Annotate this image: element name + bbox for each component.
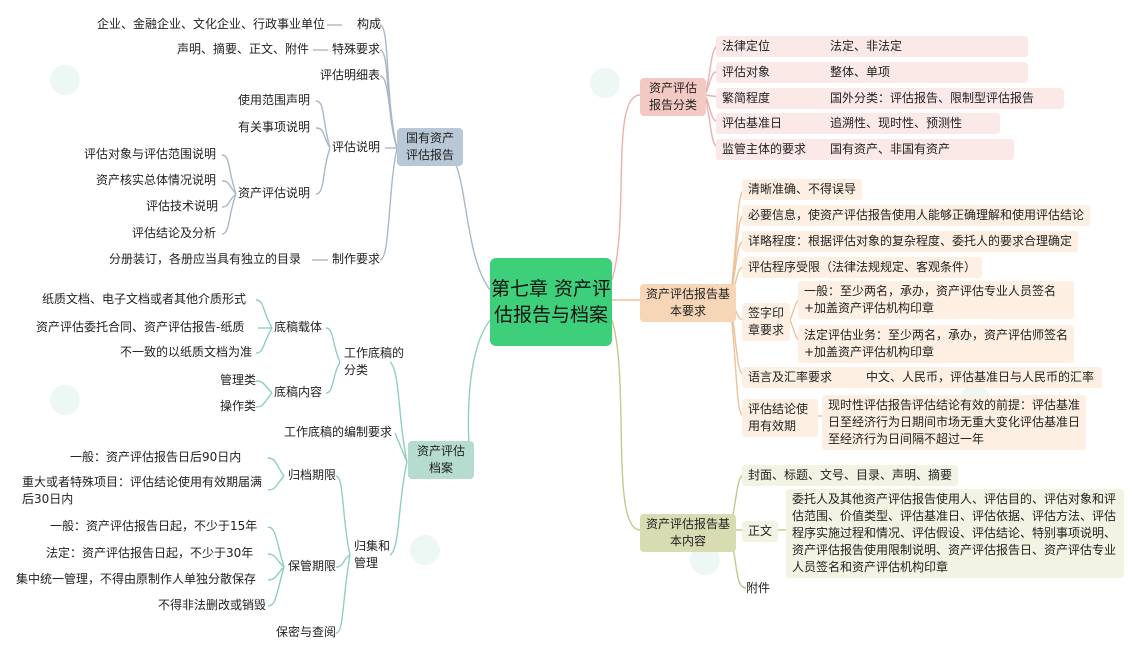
assess-statement-label: 资产评估说明	[238, 186, 311, 200]
keep-item: 集中统一管理，不得由原制作人单独分散保存	[16, 572, 257, 586]
requirement-item: 清晰准确、不得误导	[742, 179, 863, 200]
requirement-item: 详略程度：根据评估对象的复杂程度、委托人的要求合理确定	[742, 231, 1079, 252]
compile-requirement: 工作底稿的编制要求	[284, 425, 393, 439]
keep-item: 一般：资产评估报告日起，不少于15年	[50, 519, 258, 533]
classify-row-value: 追溯性、现时性、预测性	[830, 116, 963, 130]
keep-item: 不得非法删改或销毁	[158, 598, 267, 612]
content-cover: 封面、标题、文号、目录、声明、摘要	[742, 465, 959, 486]
special-req-value: 声明、摘要、正文、附件	[177, 42, 310, 56]
classify-row-label: 监管主体的要求	[716, 139, 1014, 160]
special-req-label: 特殊要求	[332, 42, 381, 56]
detail-table: 评估明细表	[320, 68, 381, 82]
archive-item: 重大或者特殊项目：评估结论使用有效期届满后30日内	[22, 475, 263, 506]
archive-item: 一般：资产评估报告日后90日内	[70, 450, 242, 464]
classify-row-value: 法定、非法定	[830, 39, 903, 53]
matters-statement: 有关事项说明	[238, 120, 311, 134]
production-label: 制作要求	[332, 252, 381, 266]
watermark-logo	[410, 535, 440, 565]
classify-row-value: 国有资产、非国有资产	[830, 142, 951, 156]
language-label: 语言及汇率要求	[742, 367, 1102, 388]
confidential-label: 保密与查阅	[276, 625, 337, 639]
sign-general: 一般：至少两名，承办，资产评估专业人员签名+加盖资产评估机构印章	[798, 281, 1074, 319]
watermark-logo	[590, 68, 620, 98]
branch-state-owned-report[interactable]: 国有资产评估报告	[397, 128, 463, 166]
sign-legal: 法定评估业务：至少两名，承办，资产评估师签名+加盖资产评估机构印章	[798, 325, 1074, 363]
branch-basic-requirements[interactable]: 资产评估报告基本要求	[640, 284, 736, 322]
body-value: 委托人及其他资产评估报告使用人、评估目的、评估对象和评估范围、价值类型、评估基准…	[786, 489, 1124, 578]
validity-label: 评估结论使用有效期	[742, 399, 818, 437]
classify-row-label: 评估基准日	[716, 113, 1000, 134]
content-item: 操作类	[220, 399, 257, 413]
classify-row-value: 整体、单项	[830, 65, 891, 79]
keep-label: 保管期限	[288, 559, 337, 573]
carrier-label: 底稿载体	[274, 320, 323, 334]
usage-statement: 使用范围声明	[238, 93, 311, 107]
content-item: 管理类	[220, 373, 257, 387]
assess-item: 评估对象与评估范围说明	[84, 147, 217, 161]
carrier-item: 纸质文档、电子文档或者其他介质形式	[42, 292, 247, 306]
explanation-label: 评估说明	[332, 140, 381, 154]
branch-report-classification[interactable]: 资产评估报告分类	[640, 78, 706, 116]
classify-row-label: 繁简程度	[716, 88, 1064, 109]
composition-value: 企业、金融企业、文化企业、行政事业单位	[97, 17, 326, 31]
validity-value: 现时性评估报告评估结论有效的前提：评估基准日至经济行为日期间市场无重大变化评估基…	[822, 395, 1086, 450]
archive-label: 归档期限	[288, 468, 337, 482]
assess-item: 资产核实总体情况说明	[96, 173, 217, 187]
composition-label: 构成	[357, 17, 382, 31]
sign-seal-label: 签字印章要求	[742, 303, 790, 341]
collect-manage-label: 归集和管理	[354, 539, 391, 570]
branch-assessment-archive[interactable]: 资产评估档案	[408, 441, 474, 479]
watermark-logo	[50, 65, 80, 95]
carrier-item: 不一致的以纸质文档为准	[120, 345, 253, 359]
assess-item: 评估结论及分析	[132, 226, 217, 240]
classify-row-value: 国外分类：评估报告、限制型评估报告	[830, 91, 1035, 105]
content-label: 底稿内容	[274, 385, 323, 399]
language-value: 中文、人民币，评估基准日与人民币的汇率	[866, 370, 1095, 384]
production-value: 分册装订，各册应当具有独立的目录	[109, 252, 302, 266]
assess-item: 评估技术说明	[146, 199, 219, 213]
appendix: 附件	[746, 581, 771, 595]
watermark-logo	[50, 385, 80, 415]
body-label: 正文	[742, 521, 779, 542]
requirement-item: 评估程序受限（法律法规规定、客观条件）	[742, 257, 983, 278]
requirement-item: 必要信息，使资产评估报告使用人能够正确理解和使用评估结论	[742, 205, 1091, 226]
keep-item: 法定：资产评估报告日起，不少于30年	[46, 546, 254, 560]
carrier-item: 资产评估委托合同、资产评估报告-纸质	[36, 320, 245, 334]
classify-row-label: 法律定位	[716, 36, 1028, 57]
branch-basic-content[interactable]: 资产评估报告基本内容	[640, 514, 736, 552]
workpaper-class: 工作底稿的分类	[344, 346, 405, 377]
classify-row-label: 评估对象	[716, 62, 1028, 83]
root-topic[interactable]: 第七章 资产评估报告与档案	[490, 258, 612, 346]
